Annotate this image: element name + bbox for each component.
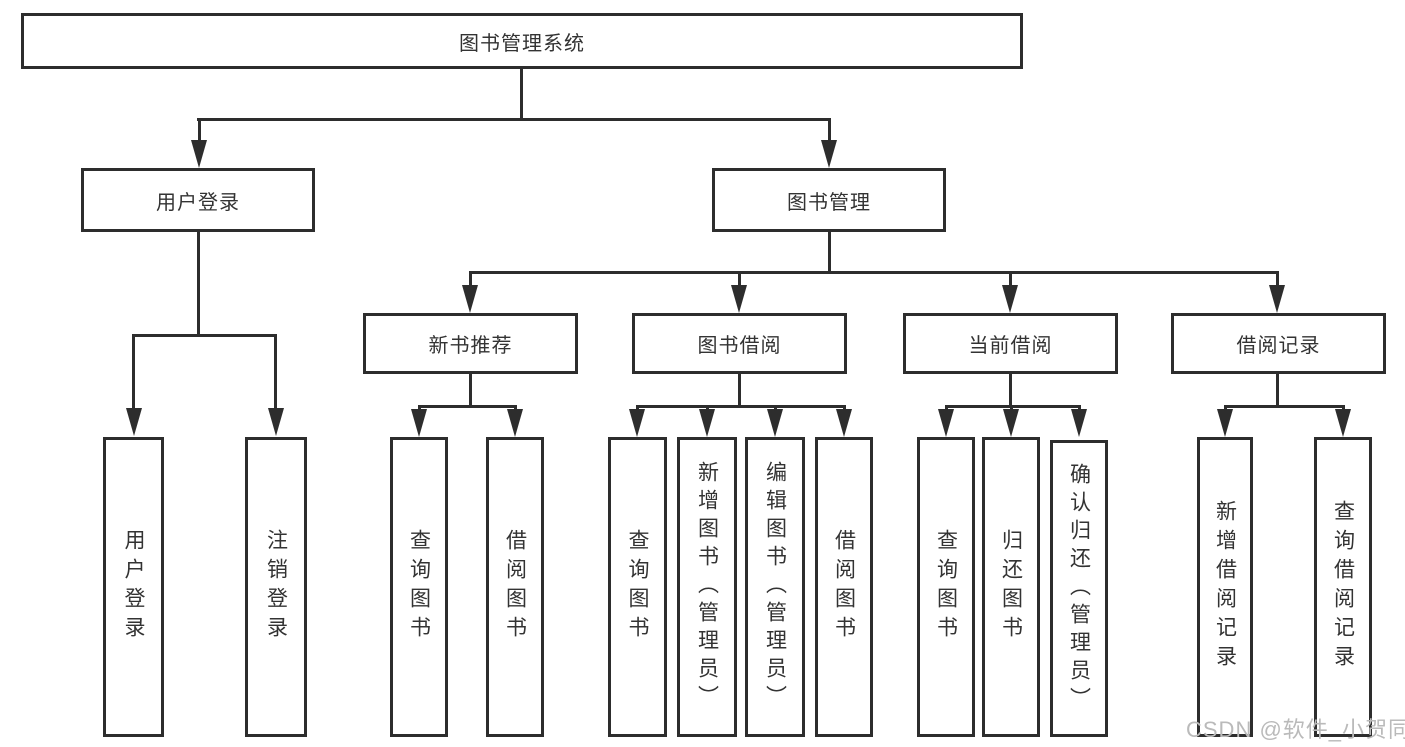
connector-book-mgmt-down (828, 232, 831, 274)
leaf-user-login-label: 用户登录 (122, 529, 145, 645)
leaf-cb-return-books: 归还图书 (982, 437, 1040, 737)
node-root: 图书管理系统 (21, 13, 1023, 69)
arrowhead-bb-borrow (836, 409, 852, 437)
arrowhead-bb-edit (767, 409, 783, 437)
leaf-bb-edit-books-admin-label: 编辑图书（管理员） (763, 461, 787, 713)
connector-book-mgmt-stem (828, 118, 831, 142)
leaf-bb-add-books-admin-label: 新增图书（管理员） (695, 461, 719, 713)
connector-borrow-records-rail (1224, 405, 1344, 408)
connector-borrow-records-down (1276, 374, 1279, 407)
node-book-borrow-label: 图书借阅 (697, 335, 782, 357)
leaf-br-query-record: 查询借阅记录 (1314, 437, 1372, 737)
leaf-bb-borrow-books: 借阅图书 (815, 437, 873, 737)
leaf-bb-borrow-books-label: 借阅图书 (832, 529, 856, 645)
arrowhead-cb-query (938, 409, 954, 437)
leaf-cb-confirm-return-admin-label: 确认归还（管理员） (1067, 462, 1091, 715)
leaf-bb-add-books-admin: 新增图书（管理员） (677, 437, 737, 737)
connector-new-book-rec-down (469, 374, 472, 407)
arrowhead-br-add (1217, 409, 1233, 437)
connector-level3-rail (469, 271, 1279, 274)
leaf-bb-query-books: 查询图书 (608, 437, 667, 737)
node-borrow-records-label: 借阅记录 (1236, 335, 1321, 357)
node-user-login-label: 用户登录 (156, 191, 240, 214)
arrowhead-user-login (191, 140, 207, 168)
arrowhead-book-borrow (731, 285, 747, 313)
arrowhead-leaf-login (126, 408, 142, 436)
leaf-br-add-record: 新增借阅记录 (1197, 437, 1253, 737)
node-current-borrow: 当前借阅 (903, 313, 1118, 374)
connector-book-borrow-rail (636, 405, 845, 408)
node-new-book-rec-label: 新书推荐 (428, 335, 513, 357)
connector-root-stem (520, 69, 523, 121)
leaf-bb-query-books-label: 查询图书 (626, 529, 649, 645)
node-user-login: 用户登录 (81, 168, 315, 232)
leaf-logout: 注销登录 (245, 437, 307, 737)
connector-book-borrow-stem (738, 271, 741, 287)
arrowhead-current-borrow (1002, 285, 1018, 313)
connector-current-borrow-stem (1009, 271, 1012, 287)
leaf-br-add-record-label: 新增借阅记录 (1213, 500, 1237, 674)
connector-borrow-records-stem (1276, 271, 1279, 287)
arrowhead-new-book-rec (462, 285, 478, 313)
leaf-bb-edit-books-admin: 编辑图书（管理员） (745, 437, 805, 737)
leaf-cb-query-books: 查询图书 (917, 437, 975, 737)
arrowhead-bb-query (629, 409, 645, 437)
connector-current-borrow-down (1009, 374, 1012, 407)
node-book-mgmt: 图书管理 (712, 168, 946, 232)
node-root-label: 图书管理系统 (459, 32, 585, 55)
node-current-borrow-label: 当前借阅 (968, 335, 1053, 357)
node-borrow-records: 借阅记录 (1171, 313, 1386, 374)
connector-book-borrow-down (738, 374, 741, 407)
connector-leaf-logout-stem (274, 334, 277, 410)
arrowhead-borrow-records (1269, 285, 1285, 313)
connector-new-book-rec-stem (469, 271, 472, 287)
leaf-cb-return-books-label: 归还图书 (999, 529, 1023, 645)
node-book-borrow: 图书借阅 (632, 313, 847, 374)
arrowhead-nbr-borrow (507, 409, 523, 437)
leaf-logout-label: 注销登录 (264, 529, 288, 645)
leaf-cb-confirm-return-admin: 确认归还（管理员） (1050, 440, 1108, 737)
watermark: CSDN @软件_小贺同学 (1186, 717, 1405, 742)
node-book-mgmt-label: 图书管理 (787, 191, 871, 214)
connector-new-book-rec-rail (418, 405, 517, 408)
arrowhead-cb-return (1003, 409, 1019, 437)
connector-level2-rail (197, 118, 831, 121)
connector-user-login-down (197, 232, 200, 336)
leaf-nbr-query-books-label: 查询图书 (407, 529, 431, 645)
arrowhead-br-query (1335, 409, 1351, 437)
arrowhead-bb-add (699, 409, 715, 437)
leaf-nbr-query-books: 查询图书 (390, 437, 448, 737)
leaf-nbr-borrow-books-label: 借阅图书 (503, 529, 527, 645)
connector-leaf-login-stem (132, 334, 135, 410)
connector-user-login-stem (198, 118, 201, 142)
leaf-br-query-record-label: 查询借阅记录 (1331, 500, 1355, 674)
node-new-book-rec: 新书推荐 (363, 313, 578, 374)
arrowhead-book-mgmt (821, 140, 837, 168)
connector-user-login-rail (132, 334, 277, 337)
arrowhead-cb-confirm (1071, 409, 1087, 437)
leaf-nbr-borrow-books: 借阅图书 (486, 437, 544, 737)
arrowhead-leaf-logout (268, 408, 284, 436)
arrowhead-nbr-query (411, 409, 427, 437)
leaf-cb-query-books-label: 查询图书 (934, 529, 958, 645)
leaf-user-login: 用户登录 (103, 437, 164, 737)
